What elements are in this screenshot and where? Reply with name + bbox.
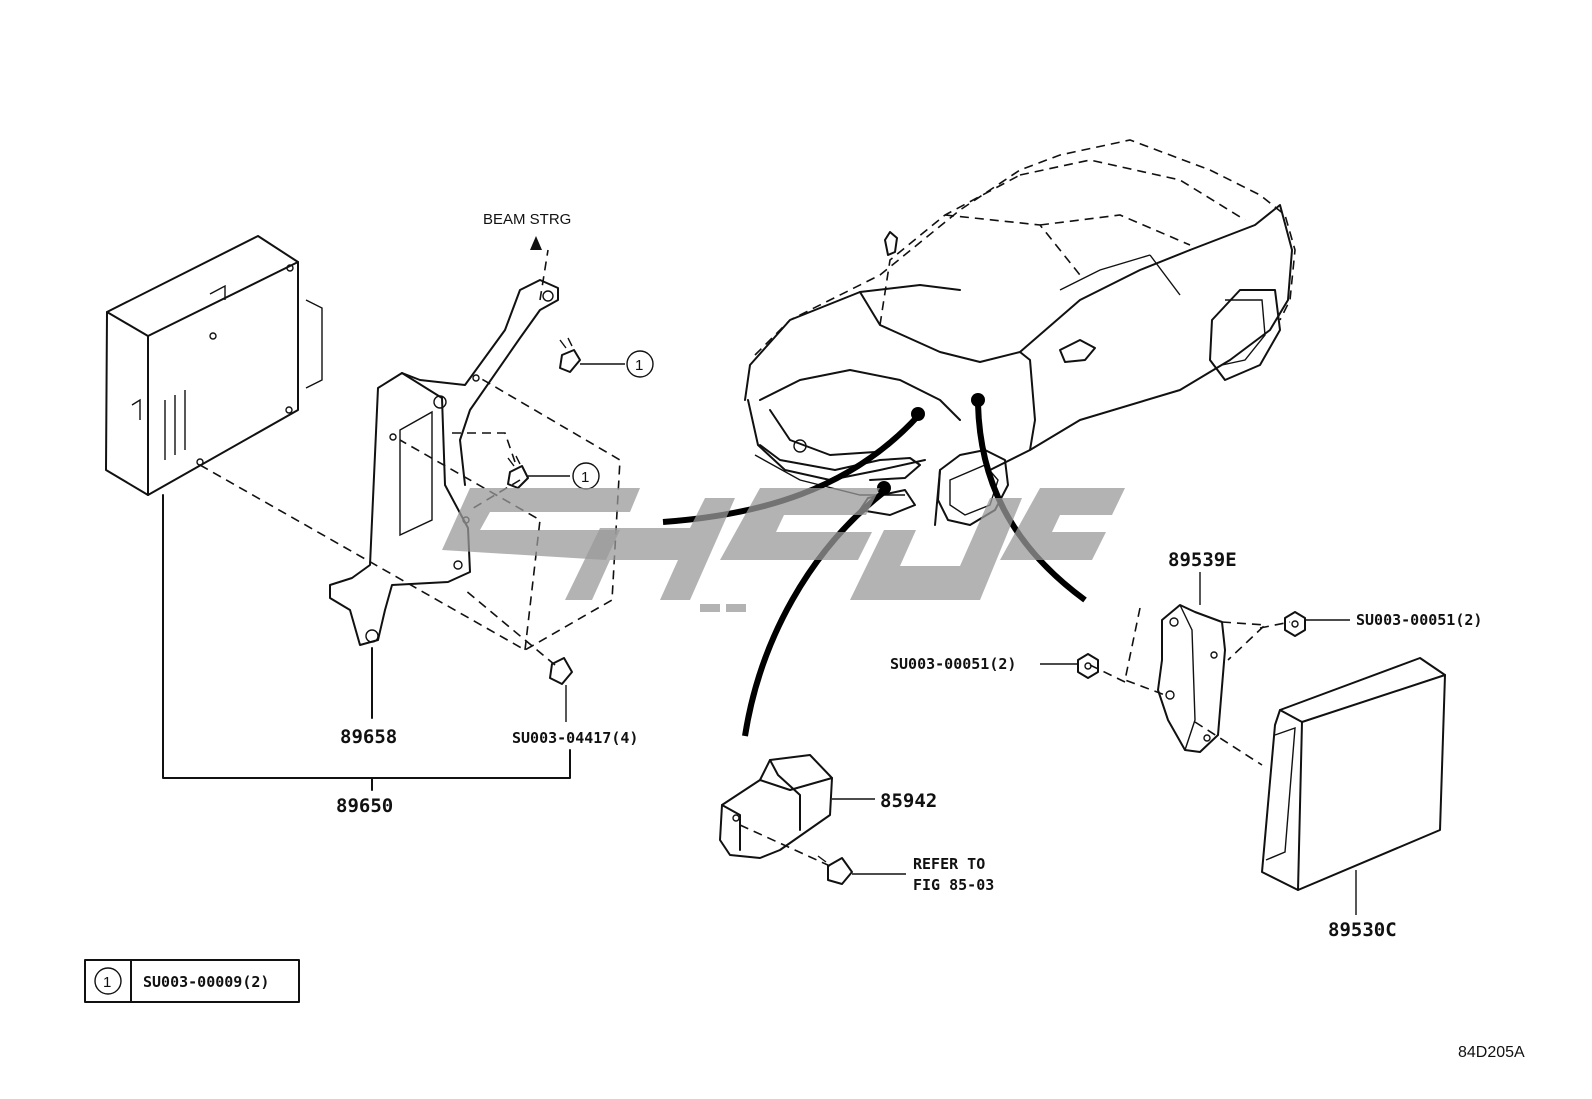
label-fig-85-03: FIG 85-03 xyxy=(913,876,994,894)
car-outline-icon xyxy=(744,139,1296,526)
legend-box: 1 SU003-00009(2) xyxy=(84,959,300,1003)
label-su003-00051-left: SU003-00051(2) xyxy=(890,655,1016,673)
svg-text:1: 1 xyxy=(635,357,643,374)
label-su003-04417: SU003-04417(4) xyxy=(512,729,638,747)
label-89539e: 89539E xyxy=(1168,549,1237,571)
legend-part: SU003-00009(2) xyxy=(143,973,269,991)
label-su003-00051-right: SU003-00051(2) xyxy=(1356,611,1482,629)
label-89658: 89658 xyxy=(340,726,397,748)
mounting-bracket-icon xyxy=(1157,604,1226,753)
legend-symbol: 1 xyxy=(103,974,111,991)
callout-1-lower: 1 xyxy=(528,462,600,490)
bolt-icon xyxy=(507,337,581,685)
watermark-logo xyxy=(442,488,1125,612)
control-module-icon xyxy=(105,235,323,496)
label-89530c: 89530C xyxy=(1328,919,1397,941)
figure-reference: 84D205A xyxy=(1458,1044,1525,1061)
svg-text:1: 1 xyxy=(581,469,589,486)
control-module-icon xyxy=(1261,657,1446,891)
nut-icon xyxy=(1077,611,1306,679)
label-85942: 85942 xyxy=(880,790,937,812)
label-beam-strg: BEAM STRG xyxy=(483,211,571,228)
label-refer-to: REFER TO xyxy=(913,855,985,873)
bolt-icon xyxy=(817,855,853,885)
arrow-up-icon xyxy=(530,236,542,250)
mounting-bracket-icon xyxy=(329,279,559,646)
wire-to-sensor xyxy=(742,489,886,737)
sensor-icon xyxy=(719,754,833,859)
label-89650: 89650 xyxy=(336,795,393,817)
callout-1-upper: 1 xyxy=(580,350,654,378)
